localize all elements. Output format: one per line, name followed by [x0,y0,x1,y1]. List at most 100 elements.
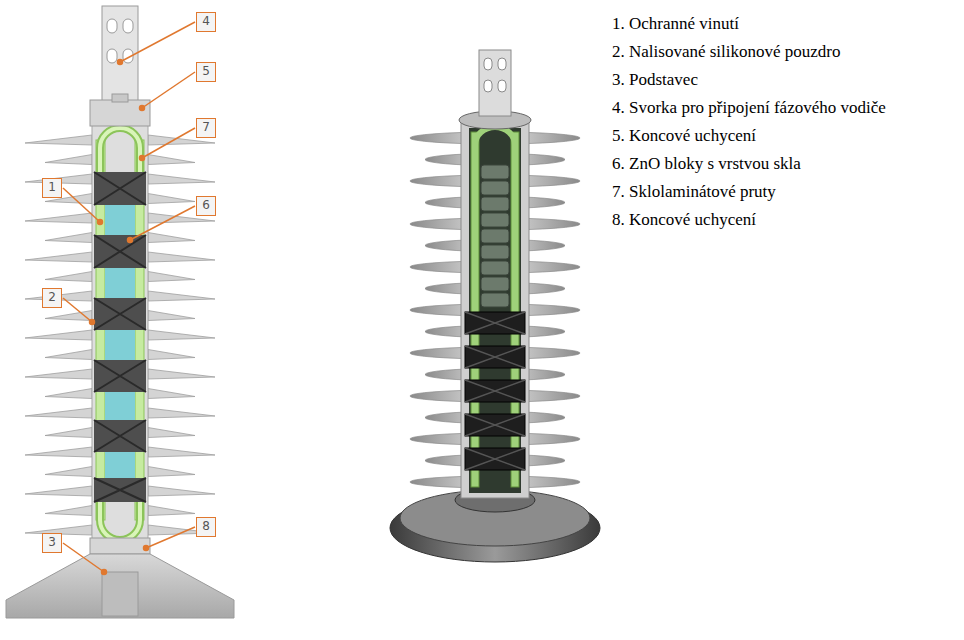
shed [25,213,92,223]
shed [148,467,195,477]
shed [148,272,195,282]
shed [148,369,215,379]
zno-block [481,165,509,179]
shed [148,506,195,516]
leader-dot [144,546,149,551]
callout-box: 4 [196,12,216,32]
shed [45,233,92,243]
winding-cross [465,448,525,470]
winding [94,172,146,205]
winding-cross [94,420,146,452]
part-list-item: 7. Sklolaminátové pruty [612,182,776,202]
winding [94,298,146,330]
callout-number: 3 [48,535,56,549]
leader-dot [102,570,107,575]
terminal-plate [479,50,511,116]
terminal-hole [123,19,133,33]
shed [148,408,215,418]
part-list-item: 4. Svorka pro připojení fázového vodiče [612,98,886,118]
zno-block [481,277,509,291]
leader-line [63,543,104,572]
shed [45,272,92,282]
callout-box: 5 [196,62,216,82]
part-list-item: 3. Podstavec [612,70,698,90]
winding [465,380,525,402]
callout-number: 8 [202,519,210,533]
callout-number: 4 [202,14,210,28]
part-list-item: 5. Koncové uchycení [612,126,756,146]
shed [148,428,195,438]
shed [25,252,92,262]
winding-cross [94,172,146,205]
zno-block [481,213,509,227]
callout-box: 7 [196,118,216,138]
leader-dot [140,156,145,161]
winding-cross [94,360,146,392]
leader-line [142,128,195,158]
shed [45,467,92,477]
shed [148,389,195,399]
callout-number: 5 [202,64,210,78]
leader-line [63,188,100,222]
winding-cross [94,298,146,330]
winding-cross [465,312,525,334]
winding [465,312,525,334]
winding [94,420,146,452]
nut [112,94,128,102]
shed [148,233,195,243]
leader-line [142,72,195,108]
winding [94,478,146,502]
part-list-item: 8. Koncové uchycení [612,210,756,230]
shed [148,252,215,262]
shed [25,447,92,457]
rod-loop [100,500,140,540]
shed [25,135,92,145]
shed [148,486,215,496]
callout-number: 6 [202,198,210,212]
pedestal-block [102,572,138,616]
terminal-hole [484,80,492,92]
winding-cross [94,478,146,502]
cutaway [469,128,521,493]
rod-loop [100,500,140,540]
zno-block [481,229,509,243]
part-list-item: 2. Nalisované silikonové pouzdro [612,42,841,62]
callout-number: 7 [202,120,210,134]
shed [25,330,92,340]
shed [45,428,92,438]
callout-box: 6 [196,196,216,216]
leader-dot [140,106,145,111]
silicone-housing [92,122,148,547]
end-fitting [90,538,150,554]
leader-dot [90,320,95,325]
zno-block [481,245,509,259]
zno-block [481,197,509,211]
shed [45,155,92,165]
winding [94,235,146,268]
winding-cross [465,380,525,402]
leader-line [146,527,195,548]
terminal-hole [484,58,492,70]
end-fitting [90,100,150,126]
zno-block [481,293,509,307]
winding-cross [94,235,146,268]
callout-number: 1 [48,180,56,194]
silicone-housing [461,118,529,498]
terminal-hole [498,80,506,92]
callout-box: 2 [42,288,62,308]
shed [148,311,195,321]
part-list-item: 1. Ochranné vinutí [612,14,739,34]
rod-loop [100,128,140,175]
winding-cross [465,414,525,436]
leader-line [120,22,195,62]
shed [45,506,92,516]
winding [465,414,525,436]
shed [148,194,195,204]
callout-number: 2 [48,290,56,304]
terminal-hole [107,19,117,33]
leader-line [130,206,195,240]
callout-box: 3 [42,533,62,553]
zno-block [481,181,509,195]
